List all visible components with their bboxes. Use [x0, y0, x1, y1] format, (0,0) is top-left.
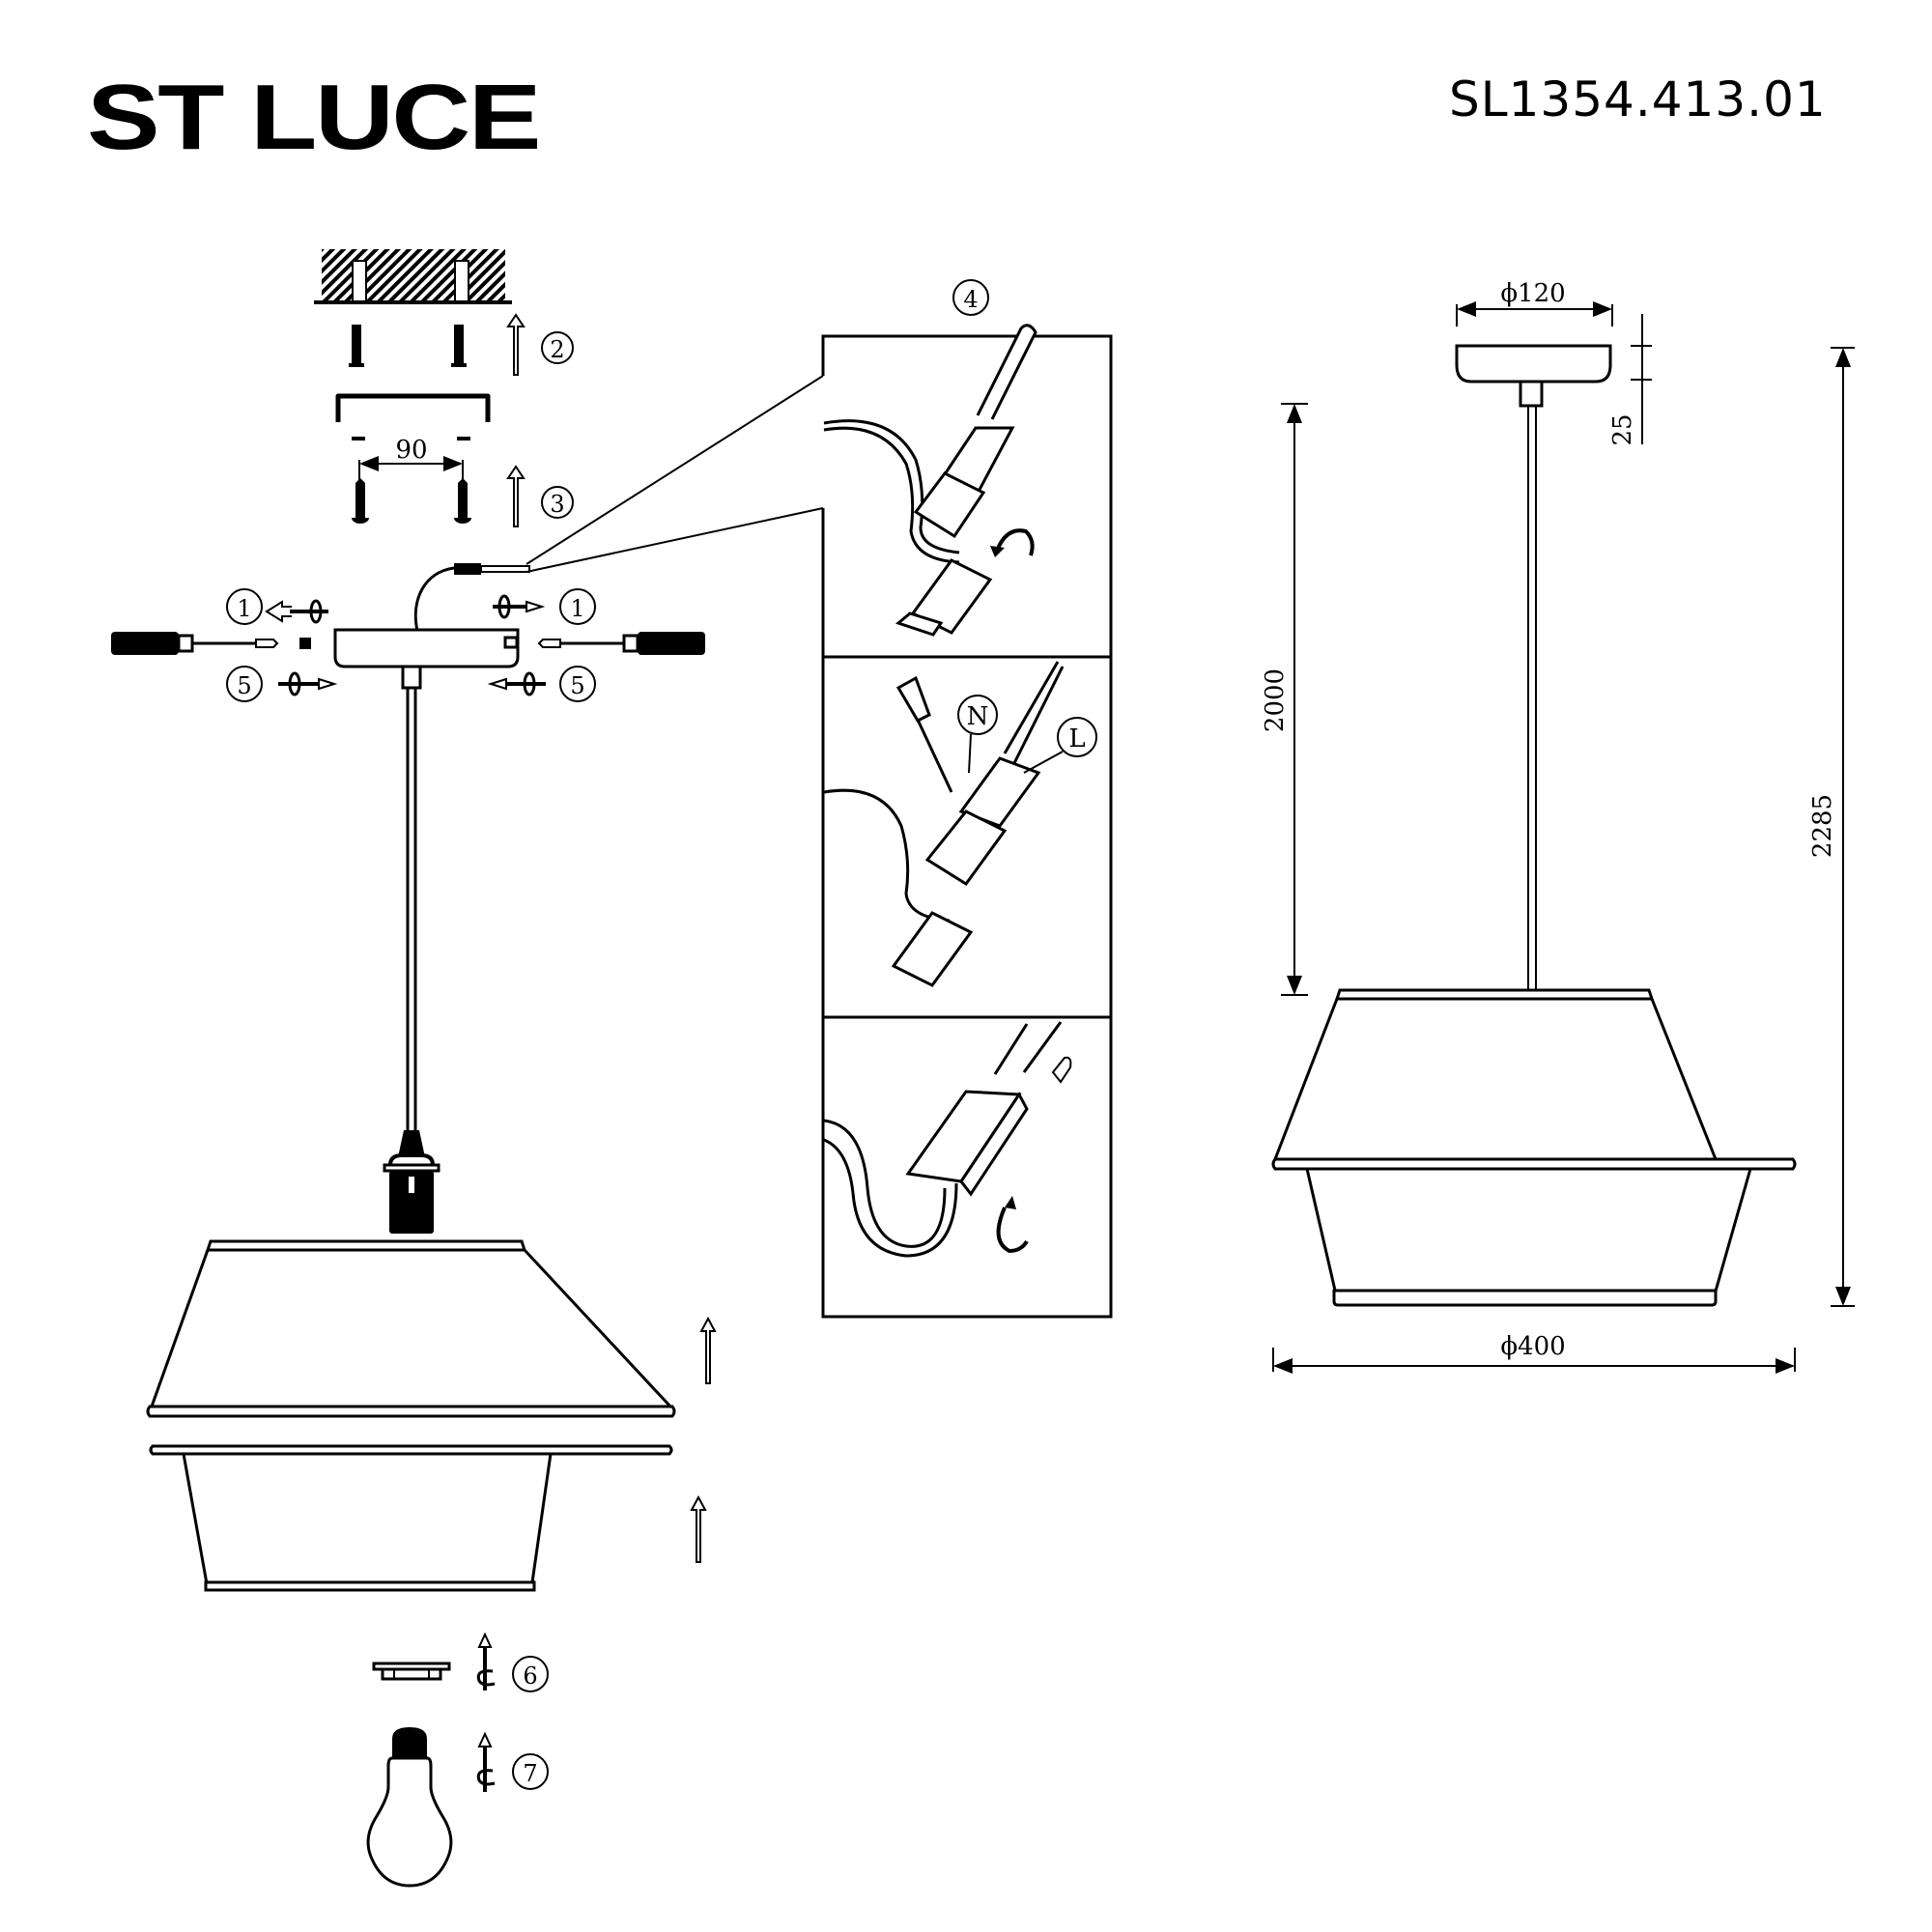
ceiling-section [314, 249, 512, 304]
svg-text:2000: 2000 [1261, 668, 1290, 732]
svg-text:90: 90 [395, 436, 427, 465]
rotate-arrow-icon [493, 594, 546, 619]
svg-text:5: 5 [237, 672, 251, 699]
canopy-elevation [1455, 344, 1612, 990]
cord-length-dimension: 2000 [1261, 403, 1308, 996]
step-1-marker: 1 [559, 588, 596, 625]
svg-text:2: 2 [550, 336, 564, 363]
step-2-marker: 2 [541, 331, 574, 364]
light-bulb-icon [366, 1727, 453, 1888]
step-5-marker: 5 [226, 666, 263, 702]
mounting-bracket [335, 393, 491, 440]
svg-text:25: 25 [1608, 413, 1637, 445]
rotate-arrow-icon [996, 1196, 1029, 1254]
live-label: L [1023, 717, 1097, 774]
rotate-up-arrow-icon [476, 1632, 496, 1690]
svg-text:ϕ120: ϕ120 [1500, 279, 1565, 308]
svg-text:ϕ400: ϕ400 [1500, 1332, 1565, 1361]
svg-text:1: 1 [570, 595, 584, 622]
upper-shade [146, 1239, 676, 1418]
step-5-marker: 5 [559, 666, 596, 702]
spacing-dimension: 90 [358, 436, 464, 483]
step-7-marker: 7 [512, 1753, 549, 1790]
svg-text:1: 1 [237, 595, 251, 622]
svg-text:7: 7 [523, 1760, 537, 1787]
lamp-socket-icon [383, 1130, 440, 1234]
svg-text:L: L [1068, 724, 1085, 753]
wiring-detail-panel [821, 334, 1113, 1319]
canopy-width-dimension: ϕ120 [1456, 279, 1613, 327]
svg-text:4: 4 [963, 286, 978, 313]
arrow-up-icon [506, 313, 526, 376]
svg-text:6: 6 [523, 1662, 537, 1690]
neutral-label: N [957, 695, 998, 774]
rotate-up-arrow-icon [476, 1731, 496, 1792]
svg-text:2285: 2285 [1808, 794, 1837, 858]
canopy [333, 563, 530, 690]
lower-shade [149, 1444, 673, 1592]
rotate-arrow-icon [278, 671, 338, 696]
rotate-arrow-icon [487, 671, 546, 696]
arrow-up-icon [699, 1316, 717, 1384]
canopy-height-dimension: 25 [1608, 314, 1652, 446]
terminal-block-wiring [823, 661, 1065, 987]
screw-icon [352, 478, 471, 524]
shade-ring-icon [372, 1662, 451, 1681]
svg-text:N: N [967, 702, 989, 731]
shade-width-dimension: ϕ400 [1272, 1332, 1796, 1374]
rotate-arrow-icon [990, 528, 1035, 557]
brand-logo: ST LUCE [87, 66, 541, 169]
wall-plug-icon [349, 325, 467, 367]
step-1-marker: 1 [226, 588, 263, 625]
model-number: SL1354.413.01 [1449, 71, 1827, 128]
screwdriver-icon [111, 632, 311, 655]
step-4-marker: 4 [952, 279, 989, 316]
svg-text:5: 5 [570, 672, 584, 699]
callout-lines [526, 375, 824, 573]
step-6-marker: 6 [512, 1656, 549, 1692]
terminal-block-closed [823, 1021, 1072, 1258]
arrow-up-icon [690, 1494, 707, 1563]
total-height-dimension: 2285 [1808, 347, 1855, 1307]
arrow-up-icon [506, 465, 526, 527]
screwdriver-icon [503, 632, 705, 655]
step-3-marker: 3 [541, 486, 574, 519]
terminal-block-open [823, 324, 1037, 637]
svg-text:3: 3 [550, 491, 564, 518]
rotate-arrow-icon [265, 599, 328, 624]
shade-elevation [1271, 988, 1797, 1307]
